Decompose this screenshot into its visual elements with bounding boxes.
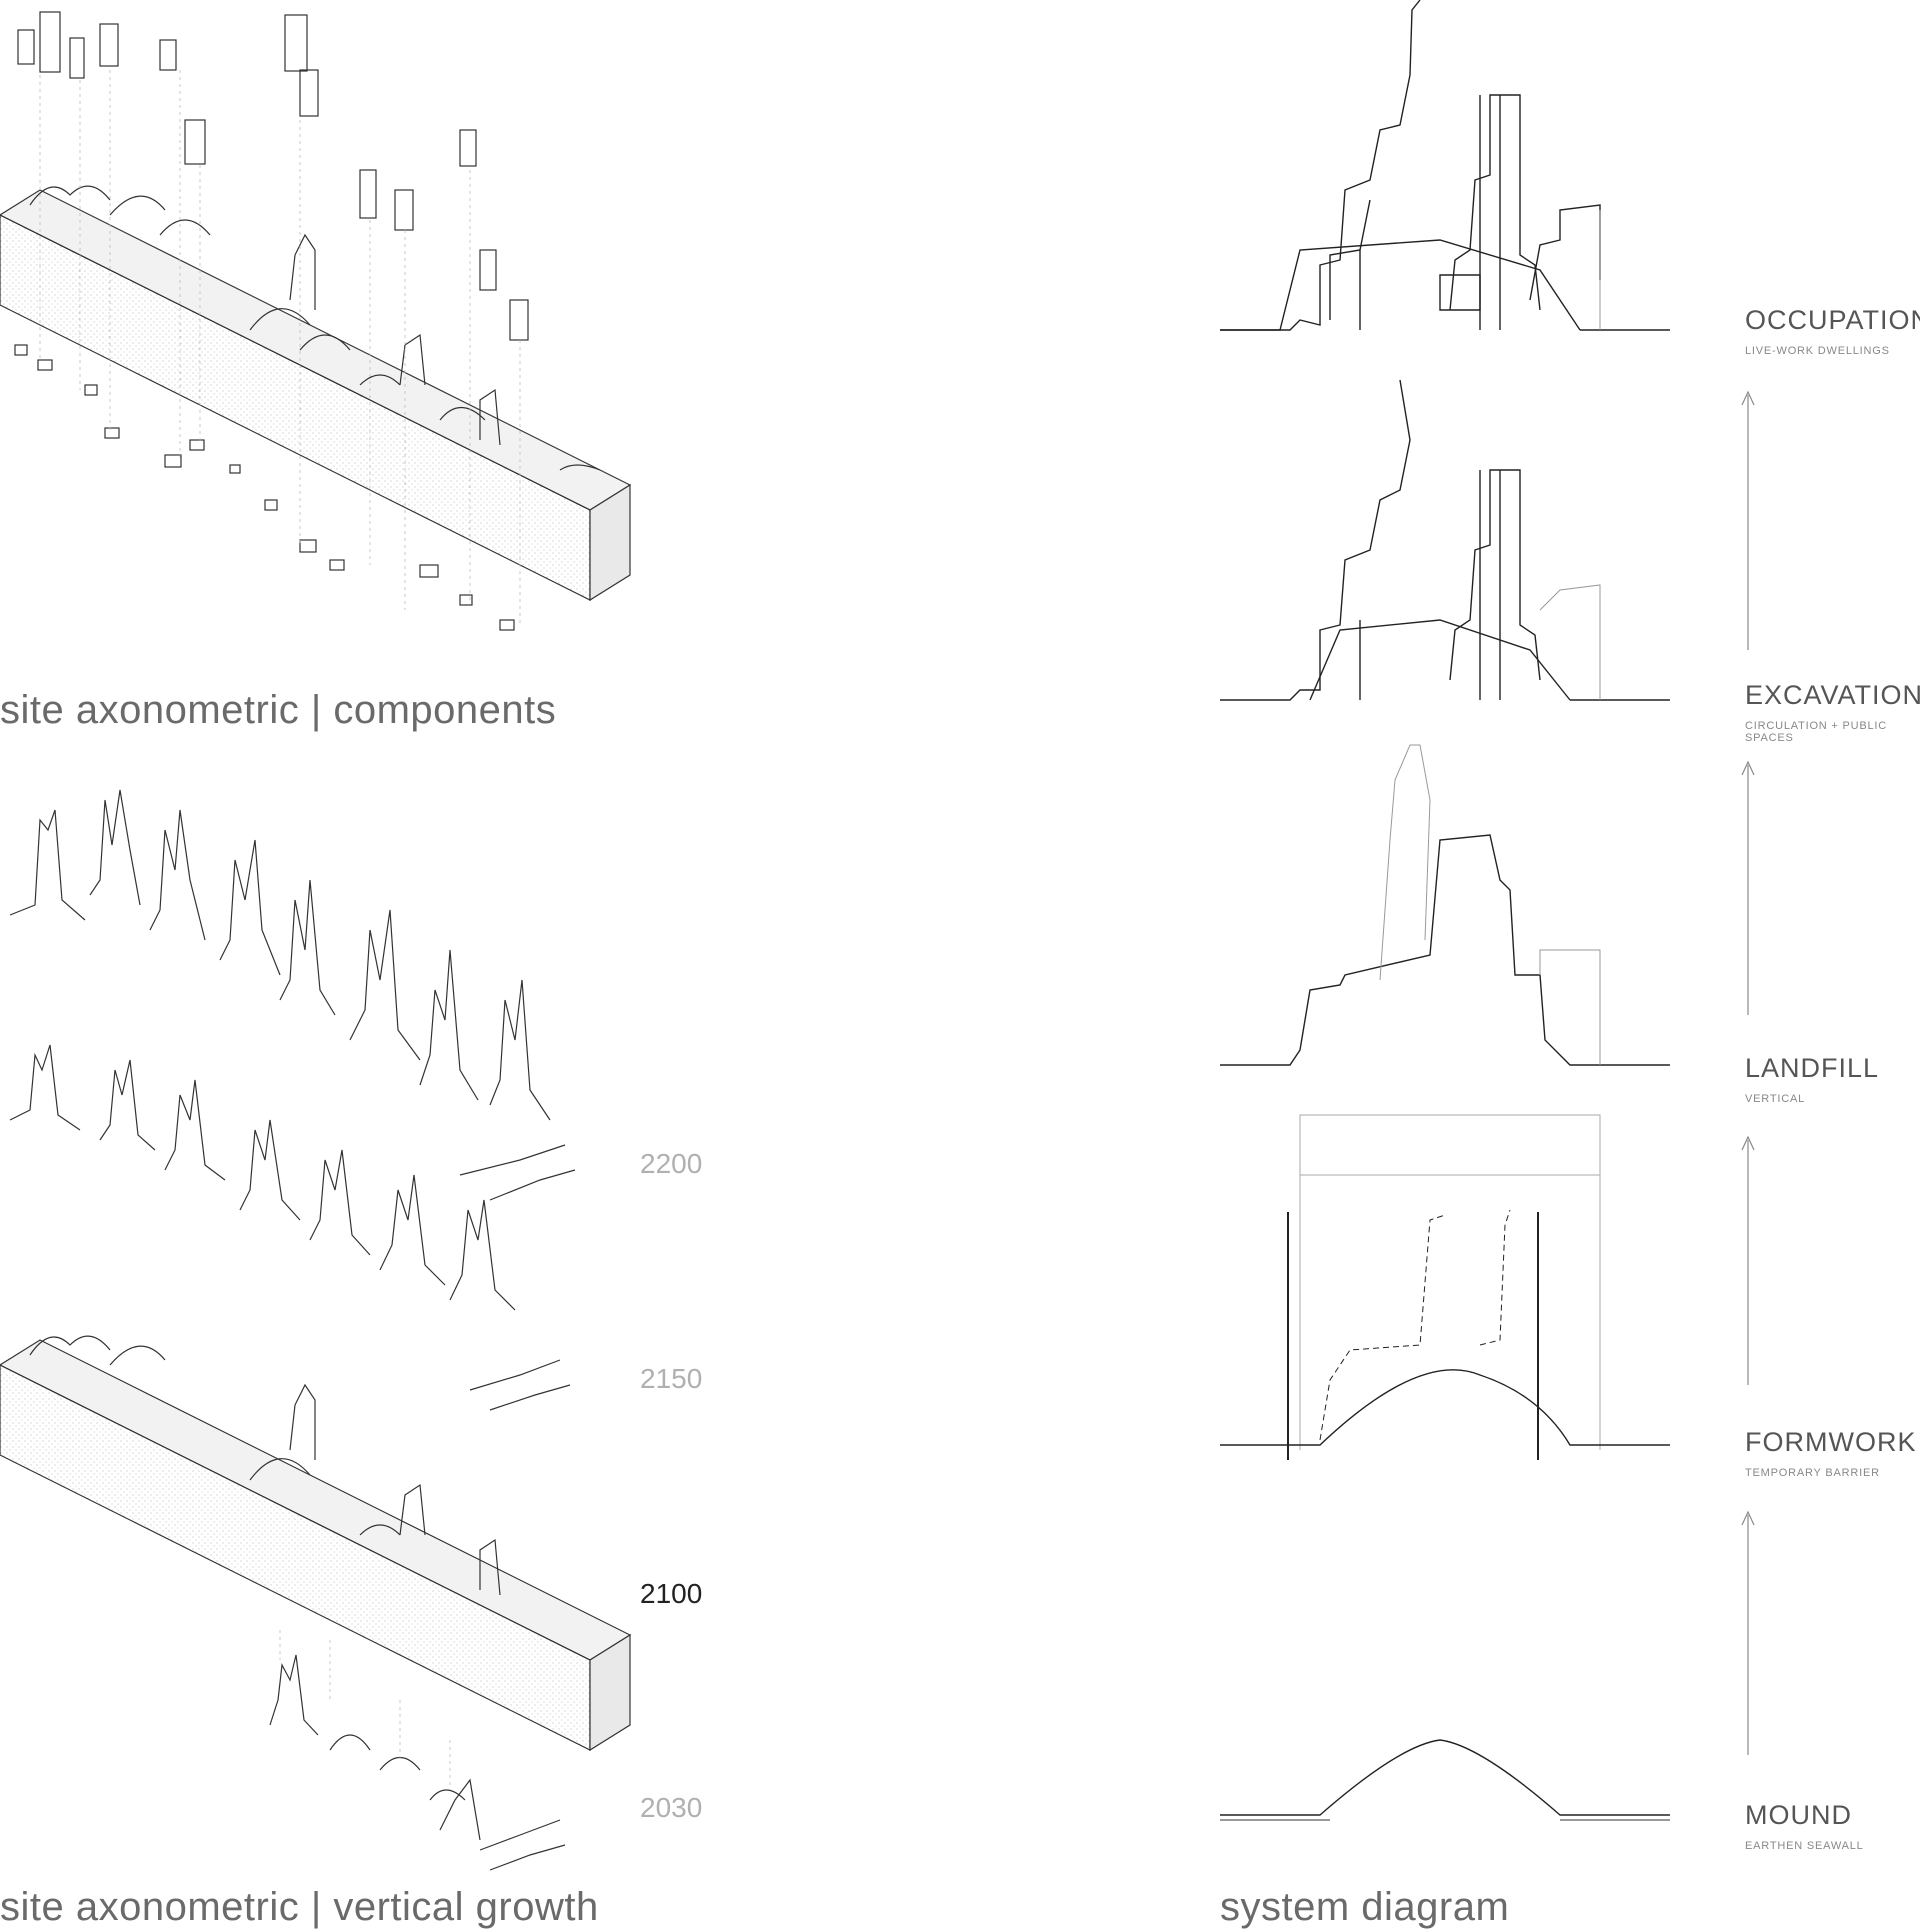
title-system-diagram: system diagram <box>1220 1885 1510 1929</box>
title-components: site axonometric | components <box>0 688 557 732</box>
section-landfill <box>1220 744 1670 1066</box>
stage-subtitle-excavation: CIRCULATION + PUBLIC SPACES <box>1745 720 1888 744</box>
section-mound <box>1220 1739 1670 1821</box>
section-excavation <box>1220 379 1670 701</box>
year-2030: 2030 <box>640 1792 703 1823</box>
title-vertical-growth: site axonometric | vertical growth <box>0 1885 599 1929</box>
growth-row-2200 <box>9 789 576 1201</box>
stage-title-formwork: FORMWORK <box>1745 1427 1917 1457</box>
growth-slab-2100 <box>0 1335 632 1752</box>
stage-title-occupation: OCCUPATION <box>1745 305 1920 335</box>
growth-row-2030 <box>269 1630 566 1871</box>
section-formwork <box>1220 1114 1670 1460</box>
stage-title-mound: MOUND <box>1745 1800 1852 1830</box>
year-2150: 2150 <box>640 1363 703 1394</box>
year-2200: 2200 <box>640 1148 703 1179</box>
stage-subtitle-mound: EARTHEN SEAWALL <box>1745 1840 1864 1852</box>
components-axonometric <box>0 11 632 631</box>
stage-subtitle-landfill: VERTICAL <box>1745 1093 1805 1105</box>
stage-subtitle-occupation: LIVE-WORK DWELLINGS <box>1745 345 1890 357</box>
stage-title-landfill: LANDFILL <box>1745 1053 1880 1083</box>
stage-title-excavation: EXCAVATION <box>1745 680 1920 710</box>
year-2100: 2100 <box>640 1578 703 1609</box>
section-occupation <box>1220 0 1670 331</box>
growth-row-2150 <box>9 1044 571 1411</box>
stage-arrows <box>1741 390 1755 1755</box>
stage-subtitle-formwork: TEMPORARY BARRIER <box>1745 1467 1880 1479</box>
